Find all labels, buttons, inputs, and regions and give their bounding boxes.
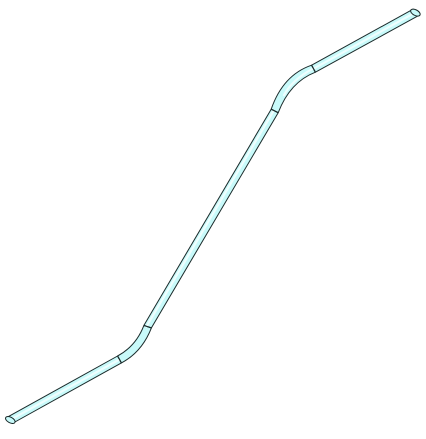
tube-seam-1 [117, 355, 122, 364]
tube-highlight-4 [312, 11, 417, 70]
tube-bend-1[interactable] [117, 324, 152, 364]
tube-end-cap-start[interactable] [4, 415, 16, 425]
tube-highlight-1 [9, 358, 120, 421]
tube-highlight-2 [145, 109, 275, 328]
tube-bend-2[interactable] [270, 64, 316, 114]
tube-seam-4 [311, 64, 316, 73]
tube-seam-2 [143, 324, 152, 329]
tube-highlight-3 [282, 67, 314, 97]
tube-seam-3 [270, 108, 279, 114]
tube-end-cap-end[interactable] [409, 8, 421, 18]
